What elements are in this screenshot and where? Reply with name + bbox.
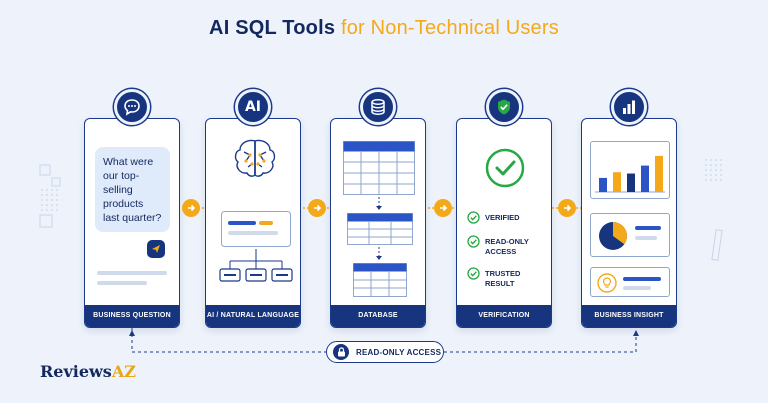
read-only-access-pill: READ-ONLY ACCESS <box>326 341 444 363</box>
title-main: AI SQL Tools <box>209 17 336 39</box>
brain-icon <box>234 139 276 177</box>
lock-icon <box>337 347 345 357</box>
badge-step-1 <box>114 89 150 125</box>
arrow-right-icon <box>564 204 572 212</box>
flow-arrow-1 <box>182 199 200 217</box>
mini-pie-chart <box>599 222 627 250</box>
table-bottom <box>353 263 407 297</box>
chat-bubble-icon <box>124 99 140 116</box>
card-database: DATABASE <box>330 118 426 328</box>
verify-label: TRUSTED RESULT <box>485 269 521 288</box>
placeholder-line <box>635 236 657 240</box>
brand-logo: ReviewsAZ <box>40 362 136 381</box>
check-icon <box>467 267 480 280</box>
verify-label: VERIFIED <box>485 213 520 222</box>
title-accent: for Non-Technical Users <box>340 17 559 39</box>
pie-slice <box>613 222 627 245</box>
badge-step-5 <box>611 89 647 125</box>
arrow-right-icon <box>314 204 322 212</box>
send-icon <box>152 245 160 253</box>
placeholder-line <box>635 226 661 230</box>
verify-item: TRUSTED RESULT <box>467 267 533 289</box>
check-circle-icon <box>485 148 525 188</box>
brand-part-2: AZ <box>111 362 136 381</box>
flow-arrow-3 <box>434 199 452 217</box>
table-middle <box>347 213 413 245</box>
chart-bar <box>599 177 607 192</box>
placeholder-line <box>97 271 167 275</box>
arrow-right-icon <box>440 204 448 212</box>
step-label: AI / NATURAL LANGUAGE <box>206 305 300 327</box>
table-top <box>343 141 415 195</box>
ai-icon: AI <box>244 99 262 115</box>
text-panel <box>221 211 291 247</box>
step-label: DATABASE <box>331 305 425 327</box>
badge-step-2: AI <box>235 89 271 125</box>
chart-bar <box>627 173 635 192</box>
pie-panel <box>590 213 670 257</box>
shield-check-icon <box>498 99 510 115</box>
lightbulb-icon <box>597 273 617 293</box>
question-bubble: What were our top-selling products last … <box>95 147 170 232</box>
placeholder-line <box>97 281 147 285</box>
lock-icon-wrap <box>333 344 349 360</box>
flow-arrow-down <box>376 197 382 210</box>
badge-step-4 <box>486 89 522 125</box>
brand-part-1: Reviews <box>40 362 112 381</box>
chart-bar <box>641 165 649 192</box>
send-button[interactable] <box>147 240 165 258</box>
step-label: BUSINESS INSIGHT <box>582 305 676 327</box>
step-label: BUSINESS QUESTION <box>85 305 179 327</box>
card-business-question: What were our top-selling products last … <box>84 118 180 328</box>
card-business-insight: BUSINESS INSIGHT <box>581 118 677 328</box>
placeholder-line <box>623 286 651 290</box>
card-ai-natural-language: AI / NATURAL LANGUAGE <box>205 118 301 328</box>
chart-bar <box>613 172 621 192</box>
database-icon <box>371 99 385 115</box>
card-verification: VERIFIED READ-ONLY ACCESS TRUSTED RESULT… <box>456 118 552 328</box>
mini-bar-chart <box>595 155 665 193</box>
verify-item: READ-ONLY ACCESS <box>467 235 533 257</box>
page-title: AI SQL Tools for Non-Technical Users <box>0 17 768 40</box>
badge-step-3 <box>360 89 396 125</box>
arrow-right-icon <box>188 204 196 212</box>
flow-arrow-2 <box>308 199 326 217</box>
placeholder-line <box>623 277 661 281</box>
query-tree <box>219 249 293 282</box>
check-icon <box>467 211 480 224</box>
flow-arrow-down <box>376 247 382 260</box>
flow-arrow-4 <box>558 199 576 217</box>
idea-panel <box>590 267 670 297</box>
verify-label: READ-ONLY ACCESS <box>485 237 529 256</box>
step-label: VERIFICATION <box>457 305 551 327</box>
check-icon <box>467 235 480 248</box>
verify-item: VERIFIED <box>467 211 520 224</box>
question-text: What were our top-selling products last … <box>103 156 162 224</box>
access-label: READ-ONLY ACCESS <box>356 347 442 357</box>
chart-bar <box>655 155 663 192</box>
bar-chart-icon <box>623 100 635 114</box>
bar-chart-panel <box>590 141 670 199</box>
